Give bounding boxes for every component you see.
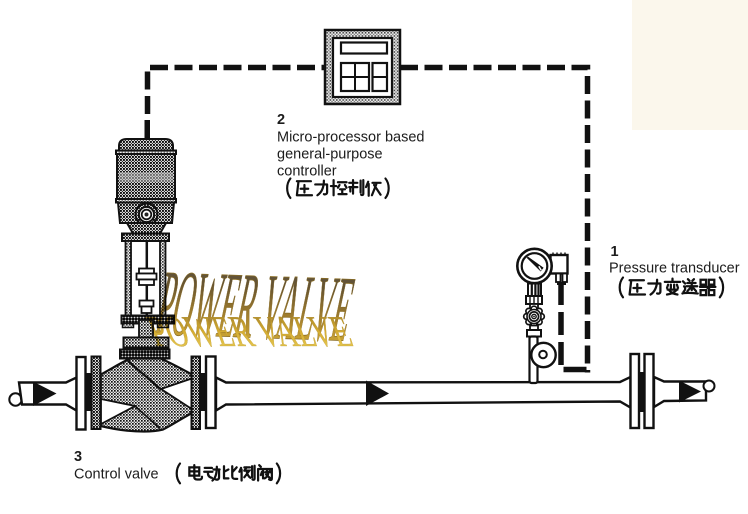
svg-text:2: 2 [277,112,285,128]
svg-text:Micro-processor based: Micro-processor based [277,130,424,146]
svg-text:general-purpose: general-purpose [277,147,383,163]
svg-text:3: 3 [74,449,82,465]
svg-text:Control valve: Control valve [74,467,159,483]
svg-text:POWER VALVE: POWER VALVE [141,307,359,356]
svg-text:POWER VALVE: POWER VALVE [149,252,363,361]
svg-text:controller: controller [277,164,337,180]
svg-text:Pressure transducer: Pressure transducer [609,261,740,277]
svg-text:1: 1 [611,244,619,260]
